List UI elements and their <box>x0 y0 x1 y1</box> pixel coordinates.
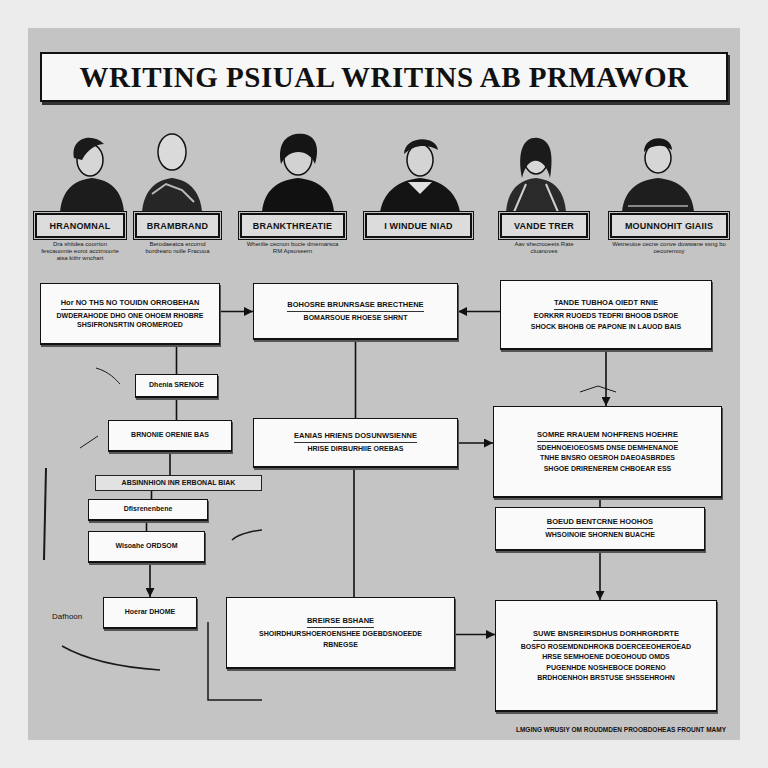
flow-connector <box>151 491 153 499</box>
flow-connector <box>458 442 493 444</box>
box-heading: TANDE TUBHOA OIEDT RNIE <box>554 298 658 310</box>
box-heading: Dhenia SRENOE <box>149 381 204 389</box>
flow-connector <box>355 340 357 418</box>
name-plate: HRANOMNALDra shitdea coorrion fescauomte… <box>35 213 125 238</box>
box-heading: BRNONIE ORENIE BAS <box>131 431 209 439</box>
box-heading: BOEUD BENTCRNE HOOHOS <box>547 517 653 529</box>
name-plate: VANDE TRERAav shecrooeets Rate cluanoves <box>500 213 588 238</box>
person-caption: Berodaeatca ercornd bordrearo nolle Frac… <box>137 241 218 255</box>
box-heading: ABSINNHION INR ERBONAL BIAK <box>122 479 236 487</box>
box-text: RBNEGSE <box>323 641 358 649</box>
name-plate: BRANKTHREATIEWhenlie cecnon bucie dmemar… <box>240 213 345 238</box>
process-box: BRNONIE ORENIE BAS <box>108 420 232 452</box>
box-text: SHOIRDHURSHOEROENSHEE DGEBDSNOEEDE <box>259 630 422 638</box>
person-figure <box>142 134 202 212</box>
flow-connector <box>599 551 601 600</box>
box-text: DWDERAHODE DHO ONE OHOEM RHOBRE SHSIFRON… <box>47 312 213 329</box>
person-figure <box>60 138 124 212</box>
flow-connector <box>353 468 355 597</box>
person-name: BRAMBRAND <box>147 221 208 231</box>
process-box: BOEUD BENTCRNE HOOHOS WHSOINOIE SHORNEN B… <box>495 507 705 551</box>
flow-connector <box>169 452 171 475</box>
flow-connector <box>458 311 500 313</box>
box-heading: SUWE BNSREIRSDHUS DORHRGRDRTE <box>533 629 679 641</box>
box-heading: Dfisrenenbene <box>124 505 173 513</box>
process-box: Hoerar DHOME <box>103 597 197 629</box>
footer-caption: LMGING WRUSIY OM ROUDMDEN PROOBDOHEAS FR… <box>516 726 726 733</box>
box-text: BOMARSOUE RHOESE SHRNT <box>304 314 408 322</box>
box-text: SHOCK BHOHB OE PAPONE IN LAUOD BAIS <box>531 323 681 331</box>
side-label: Dafhoon <box>52 612 82 621</box>
box-text: HRSE SEMHOENE DOEOHOUD OMDS <box>542 653 670 661</box>
name-plate: I WINDUE NIAD <box>365 213 472 238</box>
flow-connector <box>146 521 148 531</box>
flow-connector <box>605 350 607 406</box>
flow-connector <box>220 311 253 313</box>
process-box: SUWE BNSREIRSDHUS DORHRGRDRTE BOSFO ROSEM… <box>495 600 717 712</box>
box-text: WHSOINOIE SHORNEN BUACHE <box>545 531 655 539</box>
process-box: Hor NO THS NO TOUIDN ORROBEHAN DWDERAHODE… <box>40 283 220 345</box>
box-heading: Wisoahe ORDSOM <box>115 542 177 550</box>
person-caption: Dra shitdea coorrion fescauomte eorot ac… <box>37 241 123 263</box>
label-band: ABSINNHION INR ERBONAL BIAK <box>95 475 262 491</box>
person-caption: Wetneuioe cecne conve dowwane ssng bo oe… <box>612 241 726 255</box>
flow-connector <box>176 345 178 374</box>
person-caption: Whenlie cecnon bucie dmemarsca RM Apsose… <box>242 241 343 255</box>
box-text: PUGENHDE NOSHEBOCE DORENO <box>546 664 665 672</box>
diagram-title: WRITING PSIUAL WRITINS AB PRMAWOR <box>80 61 689 94</box>
box-text: BRDHOENHOH BRSTUSE SHSSEHROHN <box>537 674 675 682</box>
process-box: Dhenia SRENOE <box>135 374 218 398</box>
box-text: BOSFO ROSEMDNDHROKB DOERCEEOHEROEAD <box>521 643 691 651</box>
title-banner: WRITING PSIUAL WRITINS AB PRMAWOR <box>40 52 728 102</box>
flow-connector <box>176 398 178 420</box>
name-plate: BRAMBRANDBerodaeatca ercornd bordrearo n… <box>135 213 220 238</box>
person-name: VANDE TRER <box>514 221 574 231</box>
person-name: MOUNNOHIT GIAIIS <box>625 221 713 231</box>
person-name: HRANOMNAL <box>50 221 111 231</box>
box-heading: EANIAS HRIENS DOSUNWSIENNE <box>294 431 417 443</box>
box-text: EORKRR RUOEDS TEDFRI BHOOB DSROE <box>534 312 678 320</box>
person-name: BRANKTHREATIE <box>253 221 332 231</box>
flow-connector <box>599 498 601 507</box>
person-figure <box>506 138 566 212</box>
process-box: Wisoahe ORDSOM <box>88 531 205 563</box>
person-caption: Aav shecrooeets Rate cluanoves <box>502 241 586 255</box>
flow-connector <box>455 634 495 636</box>
process-box: Dfisrenenbene <box>88 499 208 521</box>
flow-connector <box>149 563 151 597</box>
process-box: BREIRSE BSHANE SHOIRDHURSHOEROENSHEE DGEB… <box>226 597 455 669</box>
person-figure <box>380 139 460 212</box>
box-heading: Hor NO THS NO TOUIDN ORROBEHAN <box>61 298 200 310</box>
box-text: TNHE BNSRO OESROH DAEOASBRDES <box>540 454 675 462</box>
process-box: BOHOSRE BRUNRSASE BRECTHENE BOMARSOUE RHO… <box>253 283 458 340</box>
process-box: EANIAS HRIENS DOSUNWSIENNE HRISE DIRBURHI… <box>253 418 458 468</box>
box-heading: Hoerar DHOME <box>125 608 176 616</box>
person-figure <box>262 134 334 212</box>
box-heading: SOMRE RRAUEM NOHFRENS HOEHRE <box>537 430 678 442</box>
box-text: SHGOE DRIRENEREM CHBOEAR ESS <box>544 465 672 473</box>
process-box: SOMRE RRAUEM NOHFRENS HOEHRE SDEHNOEIOEOS… <box>493 406 722 498</box>
box-heading: BREIRSE BSHANE <box>307 616 374 628</box>
box-text: HRISE DIRBURHIIE OREBAS <box>307 445 403 453</box>
person-figure <box>622 138 694 212</box>
box-text: SDEHNOEIOEOSMS DNSE DEMHENANOE <box>537 444 678 452</box>
box-heading: BOHOSRE BRUNRSASE BRECTHENE <box>287 300 423 312</box>
person-name: I WINDUE NIAD <box>384 221 453 231</box>
name-plate: MOUNNOHIT GIAIISWetneuioe cecne conve do… <box>610 213 728 238</box>
process-box: TANDE TUBHOA OIEDT RNIE EORKRR RUOEDS TED… <box>500 280 712 350</box>
